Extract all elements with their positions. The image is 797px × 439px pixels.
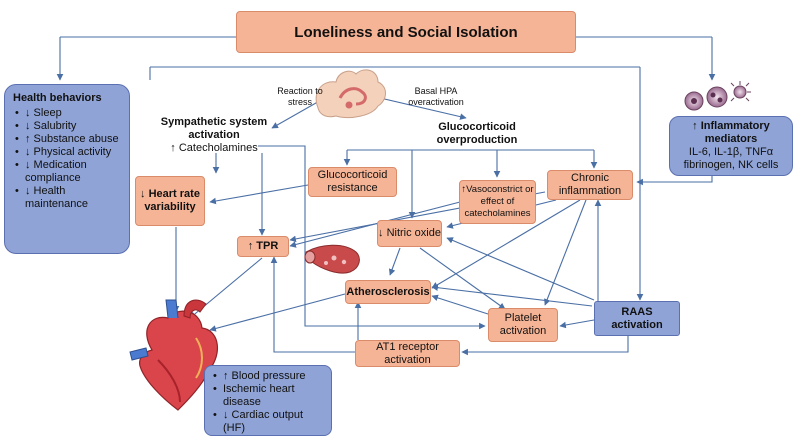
heart-rate-variability-box: ↓ Heart rate variability bbox=[135, 176, 205, 226]
title-label: Loneliness and Social Isolation bbox=[294, 23, 518, 41]
vasoconstriction-box: ↑Vasoconstrict or effect of catecholamin… bbox=[459, 180, 536, 224]
list-item: ↓ Sleep bbox=[13, 107, 121, 120]
catecholamines-label: ↑ Catecholamines bbox=[170, 142, 258, 154]
glucocorticoid-resistance-box: Glucocorticoid resistance bbox=[308, 167, 397, 197]
platelet-activation-box: Platelet activation bbox=[488, 308, 558, 342]
immune-cells-illustration bbox=[684, 81, 751, 111]
brain-illustration bbox=[315, 69, 386, 119]
list-item: ↑ Substance abuse bbox=[13, 133, 121, 146]
inflammatory-mediators-box: ↑ Inflammatory mediators IL-6, IL-1β, TN… bbox=[669, 116, 793, 176]
inflammatory-line2: fibrinogen, NK cells bbox=[683, 159, 779, 171]
atherosclerosis-box: Atherosclerosis bbox=[345, 280, 431, 304]
cardiac-outcomes-box: ↑ Blood pressure Ischemic heart disease … bbox=[204, 365, 332, 436]
sympathetic-activation: Sympathetic system activation ↑ Catechol… bbox=[150, 116, 278, 155]
hpa-overactivation-label: Basal HPA overactivation bbox=[408, 86, 464, 107]
sympathetic-title: Sympathetic system activation bbox=[160, 116, 268, 141]
list-item: Ischemic heart disease bbox=[211, 383, 325, 409]
loneliness-social-isolation-box: Loneliness and Social Isolation bbox=[236, 11, 576, 53]
list-item: ↓ Physical activity bbox=[13, 146, 121, 159]
tpr-box: ↑ TPR bbox=[237, 236, 289, 257]
inflammatory-line1: IL-6, IL-1β, TNFα bbox=[688, 146, 774, 158]
health-behaviors-box: Health behaviors ↓ Sleep ↓ Salubrity ↑ S… bbox=[4, 84, 130, 254]
chronic-inflammation-box: Chronic inflammation bbox=[547, 170, 633, 200]
nitric-oxide-box: ↓ Nitric oxide bbox=[377, 220, 442, 247]
blood-vessel-illustration bbox=[304, 244, 360, 274]
outcomes-list: ↑ Blood pressure Ischemic heart disease … bbox=[211, 370, 325, 435]
list-item: ↓ Medication compliance bbox=[13, 159, 121, 185]
glucocorticoid-overproduction-label: Glucocorticoid overproduction bbox=[436, 121, 518, 146]
list-item: ↓ Salubrity bbox=[13, 120, 121, 133]
health-behaviors-title: Health behaviors bbox=[13, 92, 102, 104]
inflammatory-title: ↑ Inflammatory mediators bbox=[692, 120, 770, 145]
list-item: ↓ Health maintenance bbox=[13, 185, 121, 211]
health-behaviors-list: ↓ Sleep ↓ Salubrity ↑ Substance abuse ↓ … bbox=[13, 107, 121, 211]
list-item: ↓ Cardiac output (HF) bbox=[211, 409, 325, 435]
reaction-to-stress-label: Reaction to stress bbox=[277, 86, 323, 107]
connector-lines bbox=[56, 36, 716, 356]
list-item: ↑ Blood pressure bbox=[211, 370, 325, 383]
at1-receptor-activation-box: AT1 receptor activation bbox=[355, 340, 460, 367]
raas-activation-box: RAAS activation bbox=[594, 301, 680, 336]
